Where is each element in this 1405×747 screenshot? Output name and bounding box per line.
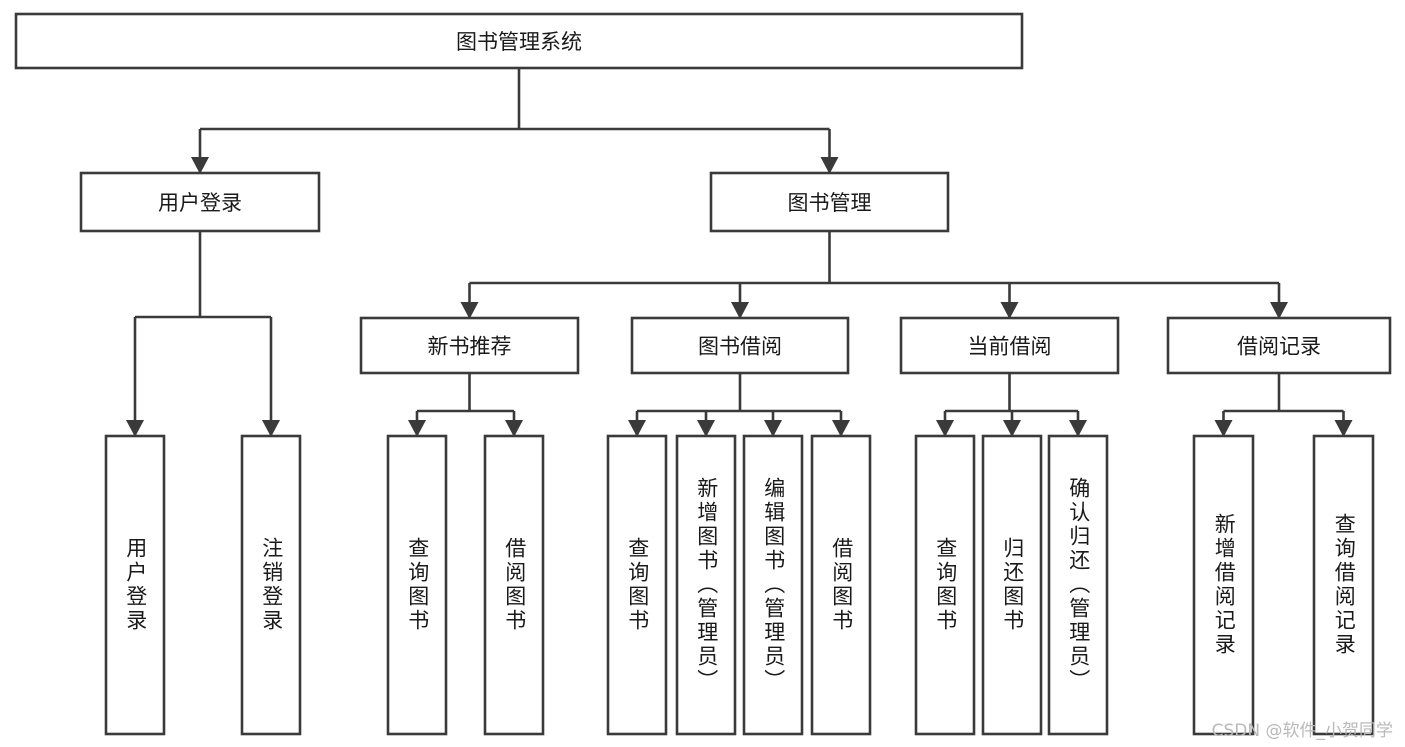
node-label-new-book-rec: 新书推荐: [428, 335, 512, 359]
node-box-borrow-record[interactable]: [1166, 316, 1392, 375]
node-label-user-login: 用户登录: [158, 191, 242, 215]
node-label-leaf-borrow-book-1: 借阅图书: [502, 537, 527, 633]
node-leaf-return-book[interactable]: 归还图书: [981, 434, 1043, 736]
node-box-new-book-rec[interactable]: [359, 316, 580, 375]
node-label-leaf-query-book-2: 查询图书: [625, 537, 650, 633]
node-box-leaf-edit-book[interactable]: [742, 434, 804, 736]
node-box-leaf-logout[interactable]: [240, 434, 302, 736]
node-user-login[interactable]: 用户登录: [79, 171, 321, 233]
node-leaf-query-book-1[interactable]: 查询图书: [386, 434, 448, 736]
node-label-book-borrow: 图书借阅: [698, 335, 782, 359]
node-box-book-manage[interactable]: [709, 171, 950, 233]
node-label-book-manage: 图书管理: [788, 191, 872, 215]
node-label-leaf-edit-book: 编辑图书（管理员）: [761, 477, 786, 693]
node-label-root: 图书管理系统: [456, 30, 582, 54]
node-book-manage[interactable]: 图书管理: [709, 171, 950, 233]
node-new-book-rec[interactable]: 新书推荐: [359, 316, 580, 375]
node-label-leaf-query-book-1: 查询图书: [405, 537, 430, 633]
node-box-book-borrow[interactable]: [630, 316, 850, 375]
node-boxes-group: 图书管理系统用户登录图书管理新书推荐图书借阅当前借阅借阅记录用户登录注销登录查询…: [14, 12, 1392, 736]
csdn-watermark: CSDN @软件_小贺同学: [1211, 721, 1393, 741]
node-current-borrow[interactable]: 当前借阅: [899, 316, 1120, 375]
node-leaf-confirm-return[interactable]: 确认归还（管理员）: [1047, 434, 1109, 736]
node-label-leaf-user-login: 用户登录: [123, 537, 148, 633]
node-leaf-logout[interactable]: 注销登录: [240, 434, 302, 736]
node-label-leaf-borrow-book-2: 借阅图书: [829, 537, 854, 633]
node-box-leaf-return-book[interactable]: [981, 434, 1043, 736]
node-leaf-user-login[interactable]: 用户登录: [104, 434, 166, 736]
node-label-leaf-add-book: 新增图书（管理员）: [694, 477, 719, 693]
node-box-leaf-add-record[interactable]: [1192, 434, 1255, 736]
node-leaf-add-record[interactable]: 新增借阅记录: [1192, 434, 1255, 736]
node-leaf-add-book[interactable]: 新增图书（管理员）: [675, 434, 737, 736]
node-box-leaf-query-book-2[interactable]: [606, 434, 668, 736]
node-label-leaf-confirm-return: 确认归还（管理员）: [1066, 477, 1091, 693]
node-leaf-borrow-book-2[interactable]: 借阅图书: [810, 434, 872, 736]
node-box-current-borrow[interactable]: [899, 316, 1120, 375]
node-book-borrow[interactable]: 图书借阅: [630, 316, 850, 375]
node-leaf-query-book-3[interactable]: 查询图书: [914, 434, 976, 736]
node-leaf-query-book-2[interactable]: 查询图书: [606, 434, 668, 736]
node-label-leaf-return-book: 归还图书: [1000, 537, 1025, 633]
node-label-leaf-query-book-3: 查询图书: [933, 537, 958, 633]
node-box-leaf-query-book-3[interactable]: [914, 434, 976, 736]
node-label-leaf-query-record: 查询借阅记录: [1332, 513, 1357, 657]
node-root[interactable]: 图书管理系统: [14, 12, 1024, 70]
node-box-leaf-query-record[interactable]: [1312, 434, 1375, 736]
node-box-user-login[interactable]: [79, 171, 321, 233]
node-label-leaf-add-record: 新增借阅记录: [1212, 513, 1237, 657]
node-leaf-query-record[interactable]: 查询借阅记录: [1312, 434, 1375, 736]
node-box-leaf-borrow-book-1[interactable]: [483, 434, 545, 736]
node-label-current-borrow: 当前借阅: [968, 335, 1052, 359]
node-box-leaf-query-book-1[interactable]: [386, 434, 448, 736]
node-box-leaf-add-book[interactable]: [675, 434, 737, 736]
node-box-leaf-user-login[interactable]: [104, 434, 166, 736]
connector-lines-group: [126, 68, 1353, 437]
node-label-borrow-record: 借阅记录: [1237, 335, 1321, 359]
node-box-leaf-confirm-return[interactable]: [1047, 434, 1109, 736]
node-label-leaf-logout: 注销登录: [259, 537, 284, 633]
node-box-root[interactable]: [14, 12, 1024, 70]
node-leaf-edit-book[interactable]: 编辑图书（管理员）: [742, 434, 804, 736]
node-box-leaf-borrow-book-2[interactable]: [810, 434, 872, 736]
node-borrow-record[interactable]: 借阅记录: [1166, 316, 1392, 375]
node-leaf-borrow-book-1[interactable]: 借阅图书: [483, 434, 545, 736]
